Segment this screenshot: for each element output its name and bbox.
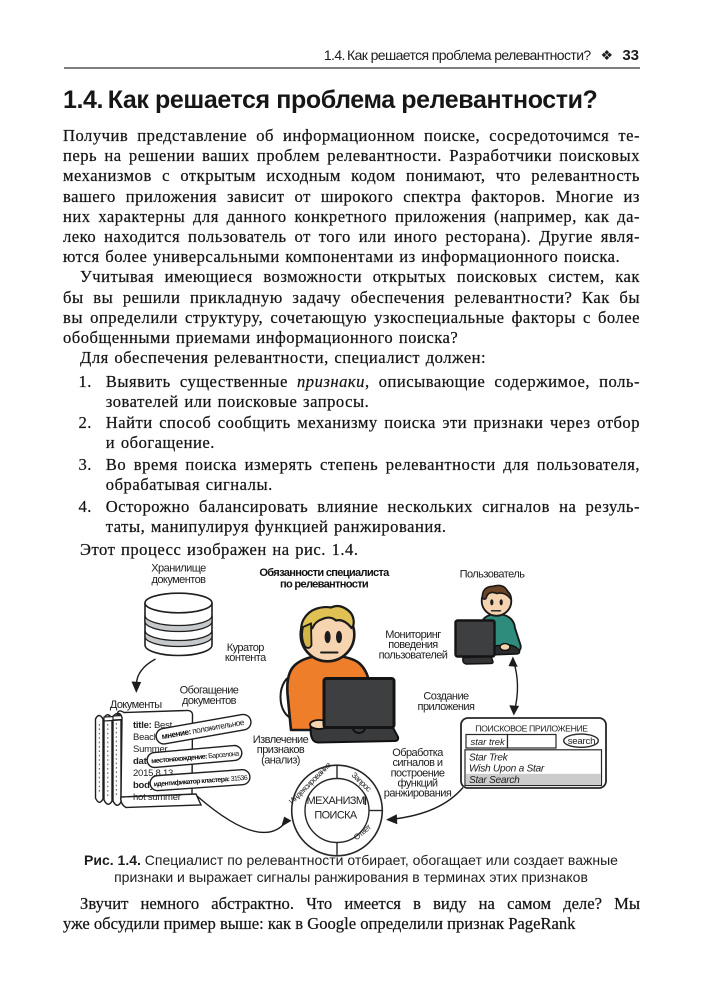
svg-text:Куратор: Куратор (227, 642, 265, 654)
svg-text:2015.8.13: 2015.8.13 (133, 768, 173, 779)
svg-text:Summer: Summer (133, 744, 167, 755)
svg-text:по релевантности: по релевантности (280, 579, 369, 591)
svg-text:построение: построение (391, 767, 445, 779)
svg-text:Извлечение: Извлечение (253, 734, 309, 746)
svg-text:ранжирования: ранжирования (384, 788, 452, 800)
svg-text:date:: date: (133, 756, 155, 767)
svg-text:сигналов и: сигналов и (392, 757, 442, 769)
svg-text:признаков: признаков (257, 744, 305, 756)
svg-text:star trek: star trek (471, 737, 507, 748)
svg-text:ПОИСКА: ПОИСКА (314, 809, 358, 821)
svg-text:title: Best: title: Best (133, 720, 173, 731)
svg-text:search: search (568, 736, 596, 747)
svg-text:Обогащение: Обогащение (180, 685, 239, 697)
svg-text:Мониторинг: Мониторинг (385, 629, 441, 641)
svg-text:Хранилище: Хранилище (151, 563, 206, 575)
svg-text:Пользователь: Пользователь (460, 569, 526, 581)
svg-text:приложения: приложения (418, 701, 476, 713)
svg-text:hot summer: hot summer (133, 792, 181, 803)
svg-text:Beaches: Beaches (133, 732, 169, 743)
svg-text:функций: функций (397, 778, 437, 790)
svg-text:Star Trek: Star Trek (469, 752, 509, 763)
svg-text:(анализ): (анализ) (261, 754, 300, 766)
svg-text:Создание: Создание (423, 691, 469, 703)
svg-text:Ответ: Ответ (352, 822, 373, 842)
svg-text:документов: документов (152, 574, 207, 586)
svg-text:пользователей: пользователей (379, 649, 448, 661)
svg-text:документов: документов (182, 695, 237, 707)
svg-text:Wish Upon a Star: Wish Upon a Star (469, 764, 545, 775)
svg-text:контента: контента (225, 652, 267, 664)
svg-text:МЕХАНИЗМ: МЕХАНИЗМ (307, 795, 365, 807)
svg-text:Обязанности специалиста: Обязанности специалиста (259, 567, 390, 579)
svg-text:Документы: Документы (110, 699, 162, 711)
svg-text:поведения: поведения (388, 639, 438, 651)
svg-text:Обработка: Обработка (392, 747, 444, 759)
svg-text:ПОИСКОВОЕ ПРИЛОЖЕНИЕ: ПОИСКОВОЕ ПРИЛОЖЕНИЕ (475, 724, 588, 734)
svg-text:Star Search: Star Search (469, 775, 520, 786)
